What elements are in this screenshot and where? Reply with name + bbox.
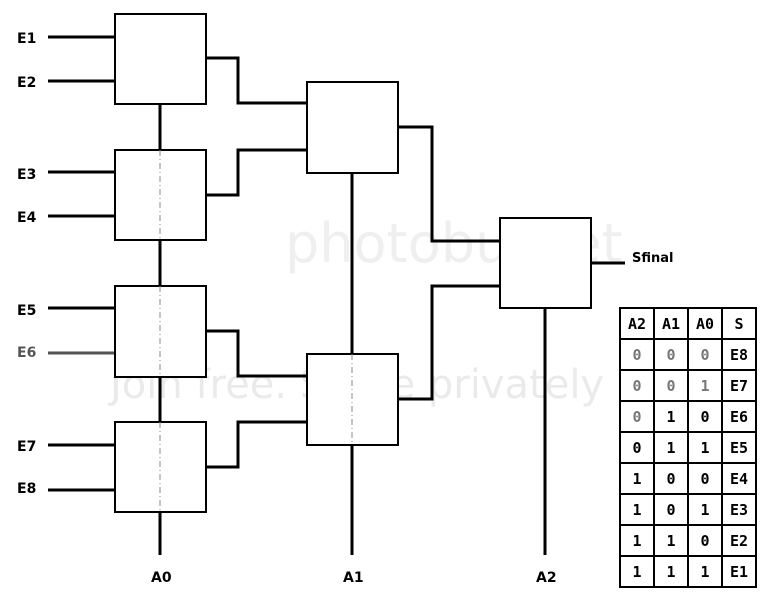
label-a1: A1: [343, 570, 364, 586]
cell-a2: 1: [619, 462, 655, 495]
label-e6: E6: [17, 345, 36, 361]
cell-a2: 0: [619, 338, 655, 371]
label-e2: E2: [17, 75, 36, 91]
cell-s: E7: [721, 369, 757, 402]
cell-s: E6: [721, 400, 757, 433]
header-a1: A1: [653, 307, 689, 340]
cell-s: E2: [721, 524, 757, 557]
wire-mux5-to-mux7: [398, 125, 500, 243]
cell-s: E5: [721, 431, 757, 464]
truth-table-header-row: A2 A1 A0 S: [619, 307, 757, 340]
cell-a0: 0: [687, 524, 723, 557]
cell-a1: 0: [653, 369, 689, 402]
label-e8: E8: [17, 481, 36, 497]
label-e5: E5: [17, 303, 36, 319]
mux-stage2-a: [306, 81, 399, 174]
cell-a1: 0: [653, 462, 689, 495]
header-a2: A2: [619, 307, 655, 340]
mux-stage1-a: [114, 13, 207, 105]
wire-mux4-to-mux6: [206, 420, 308, 469]
label-a0: A0: [151, 570, 172, 586]
cell-a0: 1: [687, 555, 723, 588]
header-a0: A0: [687, 307, 723, 340]
mux-stage3: [499, 217, 592, 309]
wire-mux3-to-mux6: [206, 329, 308, 378]
table-row: 1 0 1 E3: [619, 493, 757, 526]
cell-a0: 0: [687, 338, 723, 371]
label-e7: E7: [17, 439, 36, 455]
cell-a0: 0: [687, 462, 723, 495]
cell-a0: 1: [687, 493, 723, 526]
cell-s: E8: [721, 338, 757, 371]
label-e1: E1: [17, 31, 36, 47]
table-row: 0 0 1 E7: [619, 369, 757, 402]
table-row: 0 0 0 E8: [619, 338, 757, 371]
table-row: 1 0 0 E4: [619, 462, 757, 495]
cell-a2: 0: [619, 431, 655, 464]
cell-a0: 1: [687, 369, 723, 402]
cell-s: E4: [721, 462, 757, 495]
cell-a0: 0: [687, 400, 723, 433]
table-row: 1 1 1 E1: [619, 555, 757, 588]
cell-a2: 1: [619, 493, 655, 526]
label-a2: A2: [536, 570, 557, 586]
cell-a2: 1: [619, 524, 655, 557]
cell-a2: 0: [619, 400, 655, 433]
wire-mux1-to-mux5: [206, 56, 308, 105]
cell-a1: 0: [653, 493, 689, 526]
wire-mux2-to-mux5: [206, 148, 308, 197]
truth-table: A2 A1 A0 S 0 0 0 E8 0 0 1 E7 0 1 0 E6 0 …: [619, 307, 757, 588]
label-sfinal: Sfinal: [632, 251, 673, 266]
cell-a2: 0: [619, 369, 655, 402]
wire-mux6-to-mux7: [398, 284, 500, 401]
cell-a0: 1: [687, 431, 723, 464]
cell-s: E1: [721, 555, 757, 588]
label-e3: E3: [17, 167, 36, 183]
table-row: 0 1 1 E5: [619, 431, 757, 464]
cell-s: E3: [721, 493, 757, 526]
cell-a1: 1: [653, 524, 689, 557]
table-row: 1 1 0 E2: [619, 524, 757, 557]
cell-a1: 1: [653, 555, 689, 588]
cell-a1: 0: [653, 338, 689, 371]
header-s: S: [721, 307, 757, 340]
label-e4: E4: [17, 210, 37, 226]
table-row: 0 1 0 E6: [619, 400, 757, 433]
cell-a1: 1: [653, 400, 689, 433]
cell-a1: 1: [653, 431, 689, 464]
cell-a2: 1: [619, 555, 655, 588]
